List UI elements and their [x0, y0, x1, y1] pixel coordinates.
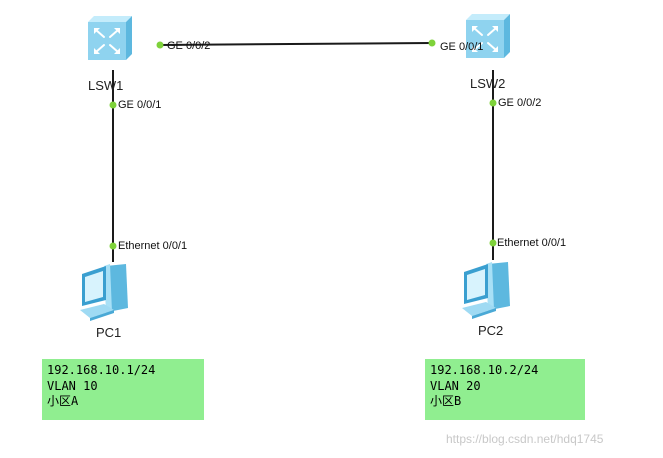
- pc1-name: PC1: [96, 325, 122, 340]
- lsw2-name: LSW2: [470, 76, 506, 91]
- port-label-lsw1-ge001: GE 0/0/1: [118, 99, 162, 111]
- port-label-pc2-eth: Ethernet 0/0/1: [497, 237, 567, 249]
- watermark: https://blog.csdn.net/hdq1745: [446, 432, 604, 446]
- pc1-ip-text: 192.168.10.1/24: [47, 363, 156, 377]
- pc2-config-note: 192.168.10.2/24 VLAN 20 小区B: [425, 359, 585, 420]
- pc2-name: PC2: [478, 323, 504, 338]
- port-dot-lsw2-ge002: [489, 99, 497, 107]
- port-dot-pc1-eth: [109, 242, 117, 250]
- link-lsw1-lsw2: [159, 42, 433, 46]
- port-label-lsw2-ge002: GE 0/0/2: [498, 97, 542, 109]
- port-label-lsw1-ge002: GE 0/0/2: [167, 40, 211, 52]
- pc2-area-text: 小区B: [430, 394, 462, 408]
- pc1-area-text: 小区A: [47, 394, 79, 408]
- lsw1-name: LSW1: [88, 78, 124, 93]
- pc1-pc-icon[interactable]: [80, 264, 128, 321]
- pc1-config-note: 192.168.10.1/24 VLAN 10 小区A: [42, 359, 204, 420]
- pc1-vlan-text: VLAN 10: [47, 379, 98, 393]
- pc2-ip-text: 192.168.10.2/24: [430, 363, 539, 377]
- lsw1-switch-icon[interactable]: [88, 16, 132, 60]
- port-label-pc1-eth: Ethernet 0/0/1: [118, 240, 188, 252]
- lsw2-switch-icon[interactable]: [466, 14, 510, 58]
- port-dot-lsw2-ge001: [428, 39, 436, 47]
- pc2-vlan-text: VLAN 20: [430, 379, 481, 393]
- port-dot-pc2-eth: [489, 239, 497, 247]
- pc2-pc-icon[interactable]: [462, 262, 510, 319]
- port-dot-lsw1-ge002: [156, 41, 164, 49]
- port-label-lsw2-ge001: GE 0/0/1: [440, 41, 484, 53]
- port-dot-lsw1-ge001: [109, 101, 117, 109]
